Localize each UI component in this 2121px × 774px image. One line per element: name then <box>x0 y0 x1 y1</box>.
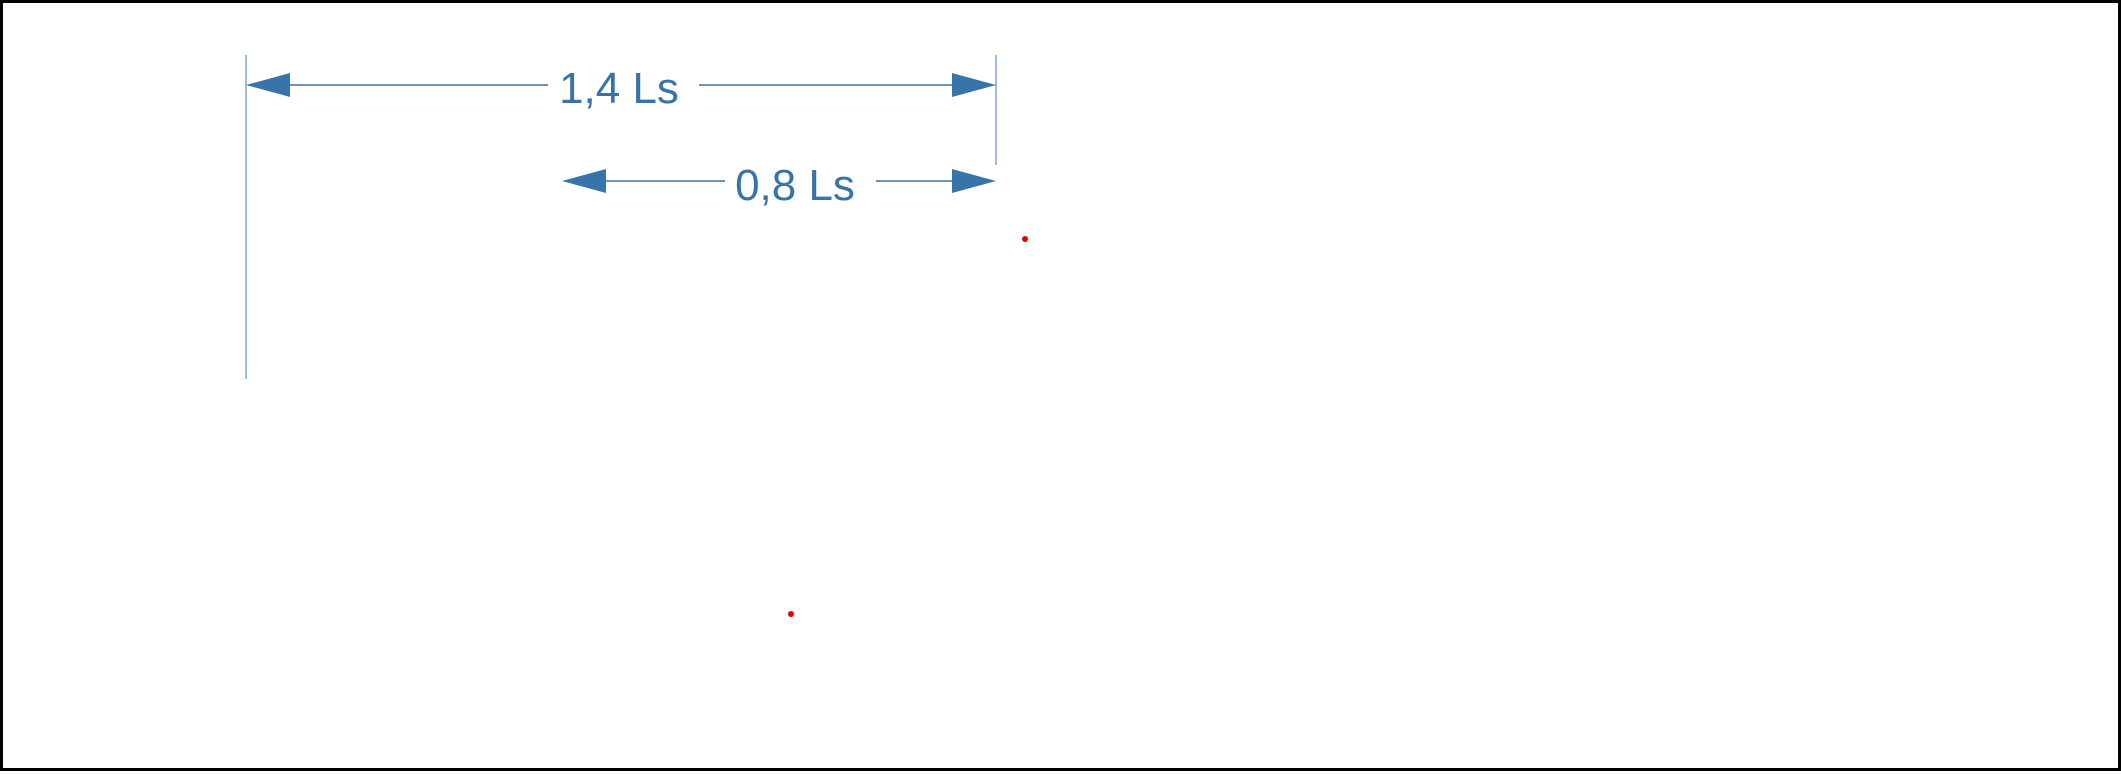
dimension-label-1-4: 1,4 Ls <box>559 64 679 113</box>
red-point-marker <box>1022 236 1028 242</box>
dimension-drawing: 1,4 Ls 0,8 Ls <box>245 55 1028 617</box>
arrowhead-left-icon <box>246 73 290 97</box>
dimension-label-0-8: 0,8 Ls <box>735 161 855 210</box>
dimension-1-4-ls: 1,4 Ls <box>246 64 996 113</box>
red-point-marker <box>788 611 794 617</box>
arrowhead-left-icon <box>562 169 606 193</box>
arrowhead-right-icon <box>952 73 996 97</box>
arrowhead-right-icon <box>952 169 996 193</box>
dimension-0-8-ls: 0,8 Ls <box>562 161 996 210</box>
